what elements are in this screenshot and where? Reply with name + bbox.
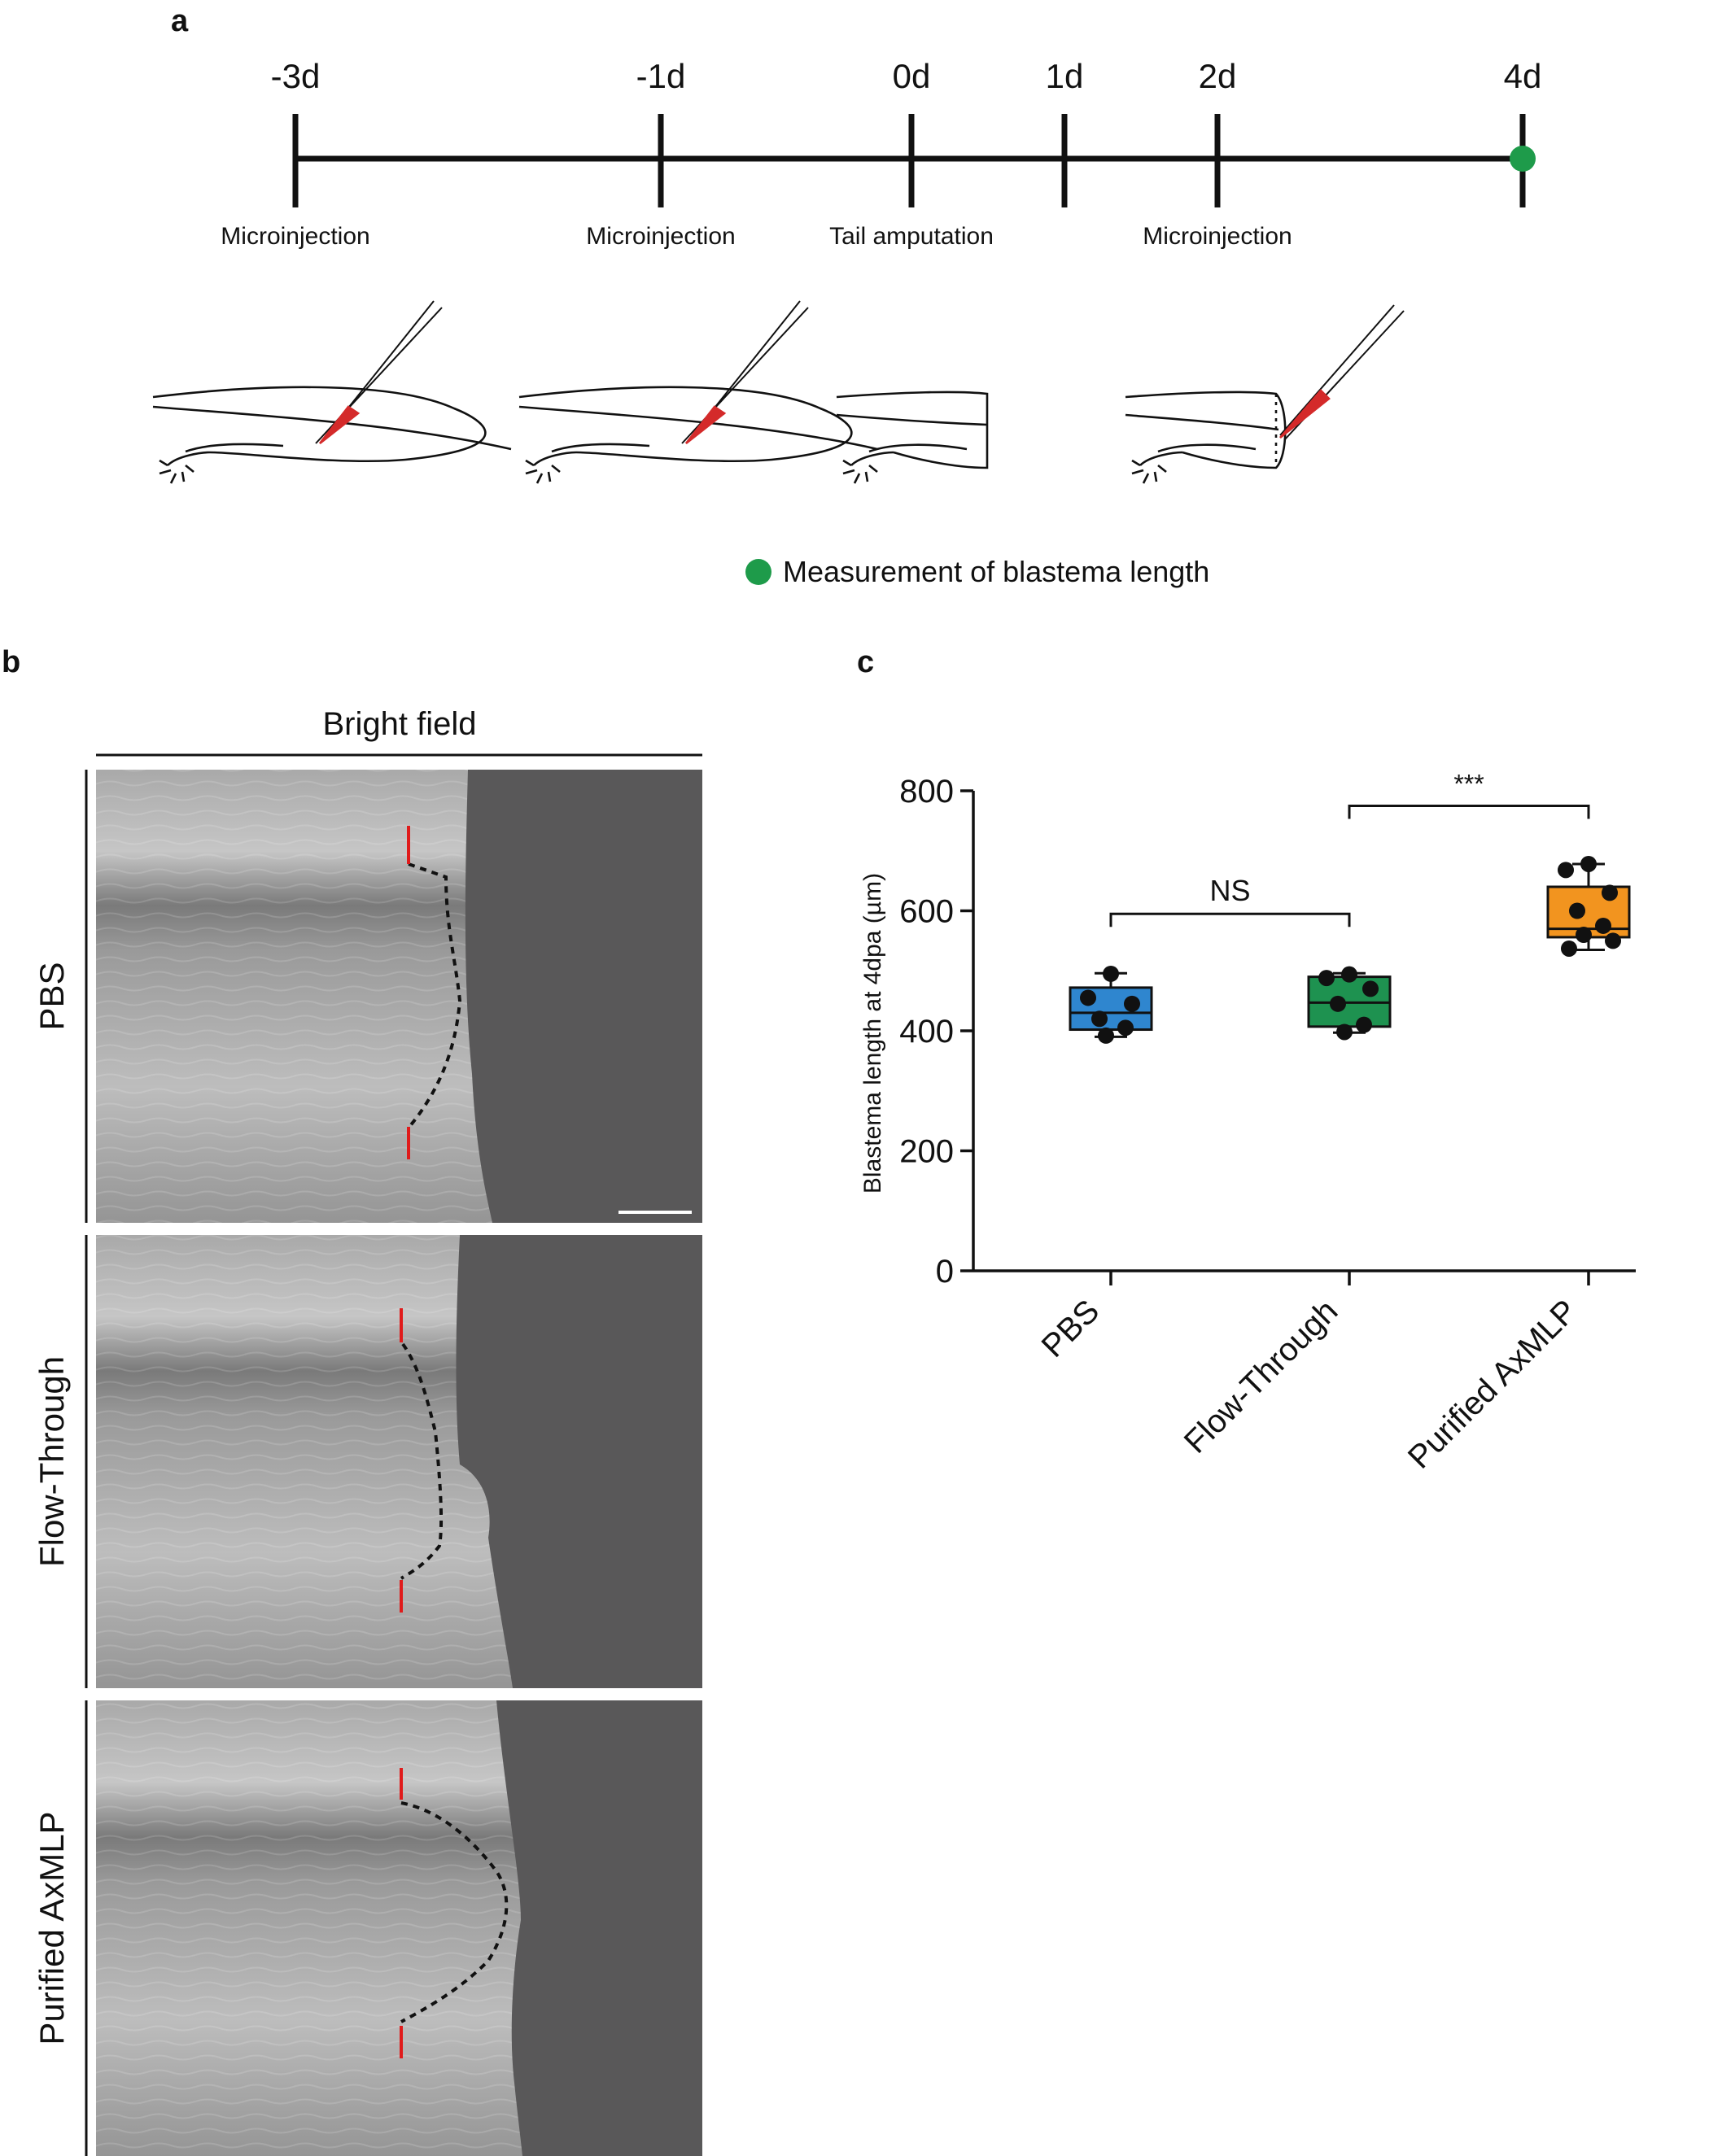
data-point — [1356, 1016, 1372, 1033]
data-point — [1098, 1027, 1114, 1044]
y-tick-label: 600 — [899, 894, 954, 930]
data-point — [1558, 862, 1574, 879]
data-point — [1080, 989, 1096, 1006]
y-tick-label: 400 — [899, 1014, 954, 1050]
significance-label: *** — [1453, 769, 1484, 798]
panel-b-label: b — [2, 645, 20, 679]
schematic-injection-2 — [518, 300, 878, 484]
micrograph-panel: Flow-Through — [33, 1235, 702, 1688]
data-point — [1576, 927, 1592, 943]
row-label: Purified AxMLP — [33, 1811, 71, 2045]
panel-c-label: c — [857, 645, 874, 679]
timeline-tick-label: -3d — [271, 57, 321, 95]
timeline-event-label: Microinjection — [586, 223, 735, 250]
significance-bracket — [1109, 912, 1351, 927]
blastema-outline — [400, 1801, 509, 2023]
tissue-texture — [96, 1235, 513, 1688]
data-point — [1124, 995, 1140, 1012]
data-point — [1117, 1019, 1134, 1037]
injection-schematics — [152, 300, 1405, 484]
bright-field-header: Bright field — [323, 706, 477, 742]
data-point — [1602, 884, 1618, 901]
measurement-marker-icon — [1510, 146, 1536, 172]
data-point — [1595, 917, 1611, 934]
schematic-injection-3 — [1125, 304, 1405, 484]
data-point — [1605, 932, 1621, 949]
x-tick-label: PBS — [1035, 1293, 1107, 1364]
timeline-event-label: Microinjection — [1143, 223, 1292, 250]
legend-text: Measurement of blastema length — [783, 555, 1209, 588]
y-tick-label: 0 — [936, 1254, 954, 1290]
schematic-injection-1 — [152, 300, 512, 484]
legend-marker-icon — [745, 559, 771, 585]
y-tick-label: 800 — [899, 774, 954, 810]
tissue-texture — [96, 1700, 522, 2156]
data-point — [1318, 970, 1335, 987]
data-point — [1580, 855, 1597, 872]
significance-bracket — [1348, 804, 1590, 819]
y-axis-label: Blastema length at 4dpa (µm) — [859, 873, 886, 1194]
timeline-tick-label: 4d — [1504, 57, 1542, 95]
data-point — [1341, 966, 1357, 983]
schematic-amputation — [836, 391, 989, 484]
data-point — [1330, 995, 1346, 1012]
significance-label: NS — [1209, 874, 1250, 907]
data-point — [1561, 940, 1577, 957]
data-point — [1103, 965, 1119, 982]
timeline-event-label: Tail amputation — [829, 223, 994, 250]
row-label: Flow-Through — [33, 1356, 71, 1567]
data-point — [1362, 980, 1379, 997]
blastema-outline — [408, 862, 462, 1128]
tissue-texture — [96, 770, 492, 1223]
timeline-tick-label: 0d — [893, 57, 931, 95]
timeline-event-label: Microinjection — [221, 223, 369, 250]
micrograph-panel: PBS — [33, 770, 702, 1223]
data-point — [1091, 1010, 1108, 1028]
timeline-tick-label: 1d — [1046, 57, 1084, 95]
timeline-tick-label: -1d — [636, 57, 686, 95]
y-tick-label: 200 — [899, 1134, 954, 1170]
data-point — [1336, 1023, 1353, 1041]
row-label: PBS — [33, 962, 71, 1030]
x-tick-label: Flow-Through — [1178, 1293, 1345, 1460]
panel-a-label: a — [171, 4, 189, 38]
x-tick-label: Purified AxMLP — [1401, 1293, 1584, 1475]
timeline-tick-label: 2d — [1199, 57, 1237, 95]
data-point — [1569, 902, 1585, 919]
micrograph-panel: Purified AxMLP — [33, 1700, 702, 2156]
blastema-outline — [400, 1342, 444, 1580]
